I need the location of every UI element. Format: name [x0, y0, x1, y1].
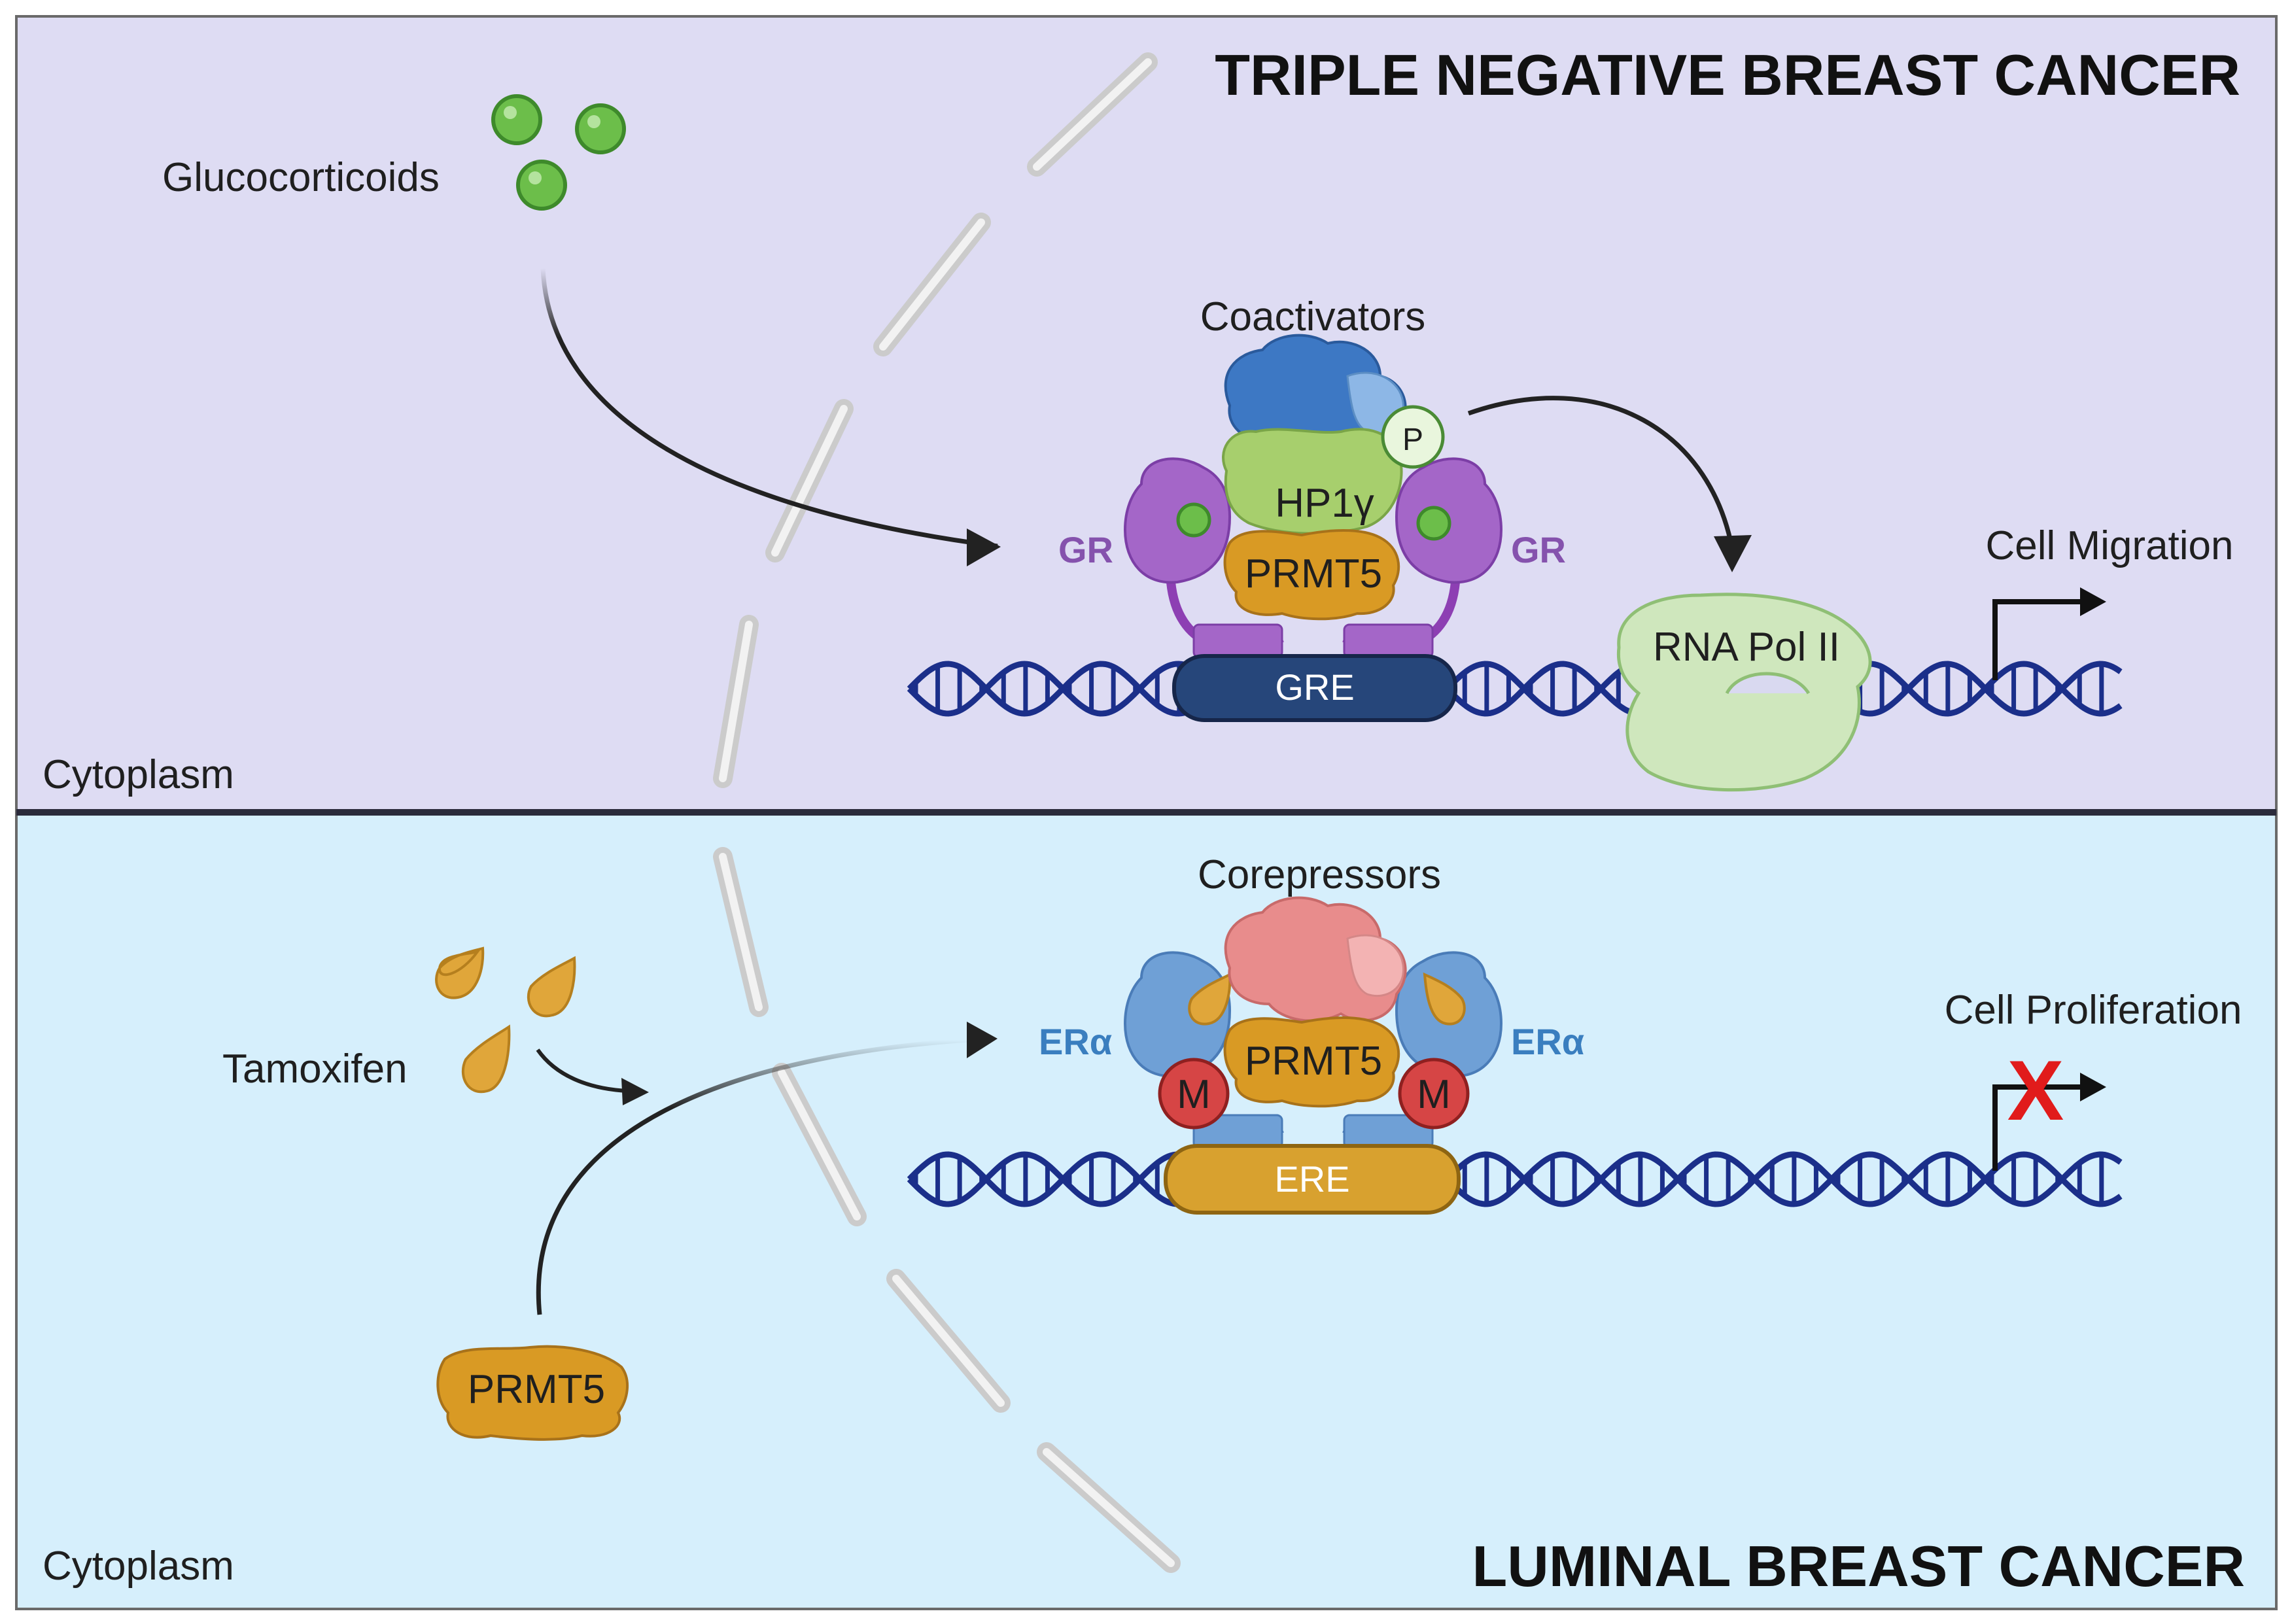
tamoxifen-drop	[461, 1024, 511, 1094]
panel-bottom-background	[15, 810, 2278, 1610]
arrowhead-coactivators-to-polymerase	[1714, 535, 1752, 572]
tamoxifen-label: Tamoxifen	[222, 1046, 408, 1092]
prmt5-top	[1223, 529, 1400, 621]
glucocorticoid-molecules	[491, 94, 626, 211]
tamoxifen-drop	[435, 946, 485, 999]
transcription-arrowhead-bottom	[2080, 1073, 2106, 1101]
prmt5-cytoplasmic-label: PRMT5	[468, 1367, 605, 1412]
arrowhead-tamoxifen	[621, 1078, 649, 1105]
dna-strand	[907, 661, 2123, 717]
dna-strand	[907, 1151, 2123, 1207]
er-receptor-left	[1123, 951, 1284, 1143]
dna-strand	[907, 661, 2123, 717]
tamoxifen-bound-right	[1423, 972, 1466, 1026]
coactivators-label: Coactivators	[1200, 294, 1426, 339]
corepressors-label: Corepressors	[1198, 852, 1441, 897]
glucocorticoids-label: Glucocorticoids	[162, 155, 440, 200]
glucocorticoid-molecule	[516, 160, 567, 211]
arrow-prmt5-to-nucleus	[536, 1037, 969, 1315]
methylation-circle-right	[1398, 1058, 1470, 1130]
prmt5-cytoplasmic	[436, 1345, 629, 1441]
gr-label-left: GR	[1058, 529, 1113, 570]
tamoxifen-bound-left	[1188, 972, 1232, 1026]
block-mark: X	[2007, 1043, 2064, 1138]
dna-strand	[907, 1151, 2123, 1207]
gr-dna-binding-left	[1192, 623, 1283, 659]
ere-label: ERE	[1274, 1158, 1349, 1200]
arrowhead-glucocorticoids-to-gr	[967, 528, 1001, 566]
dna-bottom	[907, 1151, 2123, 1207]
tamoxifen-drop	[527, 956, 576, 1018]
membrane-inner	[719, 58, 1175, 1567]
phosphorylation-circle	[1381, 405, 1445, 469]
transcription-arrow-top	[1992, 599, 2087, 680]
cell-migration-label: Cell Migration	[1985, 523, 2233, 568]
glucocorticoid-molecule	[575, 103, 626, 154]
hp1-gamma-label: HP1γ	[1275, 481, 1374, 526]
er-label-right: ERα	[1511, 1021, 1584, 1062]
methylation-circle-left	[1158, 1058, 1230, 1130]
transcription-arrow-bottom	[1992, 1084, 2087, 1171]
panel-bottom	[15, 810, 2278, 1610]
gre-label: GRE	[1275, 666, 1354, 708]
cell-proliferation-label: Cell Proliferation	[1945, 988, 2242, 1033]
methylation-label-left: M	[1177, 1072, 1211, 1117]
glucocorticoid-bound-right	[1416, 506, 1451, 541]
arrow-coactivators-to-polymerase	[1467, 396, 1736, 557]
tamoxifen-drops	[435, 946, 576, 1094]
ere-element	[1164, 1144, 1461, 1215]
methylation-label-right: M	[1417, 1072, 1451, 1117]
gr-dna-binding-right	[1343, 623, 1434, 659]
rna-pol-ii-label: RNA Pol II	[1653, 625, 1840, 670]
bottom-panel-title: LUMINAL BREAST CANCER	[1472, 1534, 2245, 1598]
rna-polymerase-ii	[1616, 593, 1872, 792]
prmt5-bottom-label: PRMT5	[1245, 1039, 1382, 1084]
glucocorticoid-molecule	[491, 94, 542, 145]
glucocorticoid-bound-left	[1176, 502, 1211, 538]
phosphorylation-label: P	[1402, 423, 1423, 457]
prmt5-top-label: PRMT5	[1245, 551, 1382, 596]
corepressors-complex	[1224, 896, 1407, 1022]
gre-element	[1172, 654, 1457, 722]
transcription-arrowhead-top	[2080, 587, 2106, 616]
top-cytoplasm-label: Cytoplasm	[43, 752, 234, 797]
er-label-left: ERα	[1039, 1021, 1112, 1062]
prmt5-bottom	[1223, 1016, 1400, 1108]
arrow-glucocorticoids-to-gr	[540, 268, 998, 549]
arrowhead-prmt5-to-nucleus	[967, 1022, 998, 1058]
arrow-tamoxifen	[536, 1048, 629, 1093]
gr-label-right: GR	[1511, 529, 1566, 570]
bottom-cytoplasm-label: Cytoplasm	[43, 1544, 234, 1589]
top-panel-title: TRIPLE NEGATIVE BREAST CANCER	[1215, 43, 2240, 107]
